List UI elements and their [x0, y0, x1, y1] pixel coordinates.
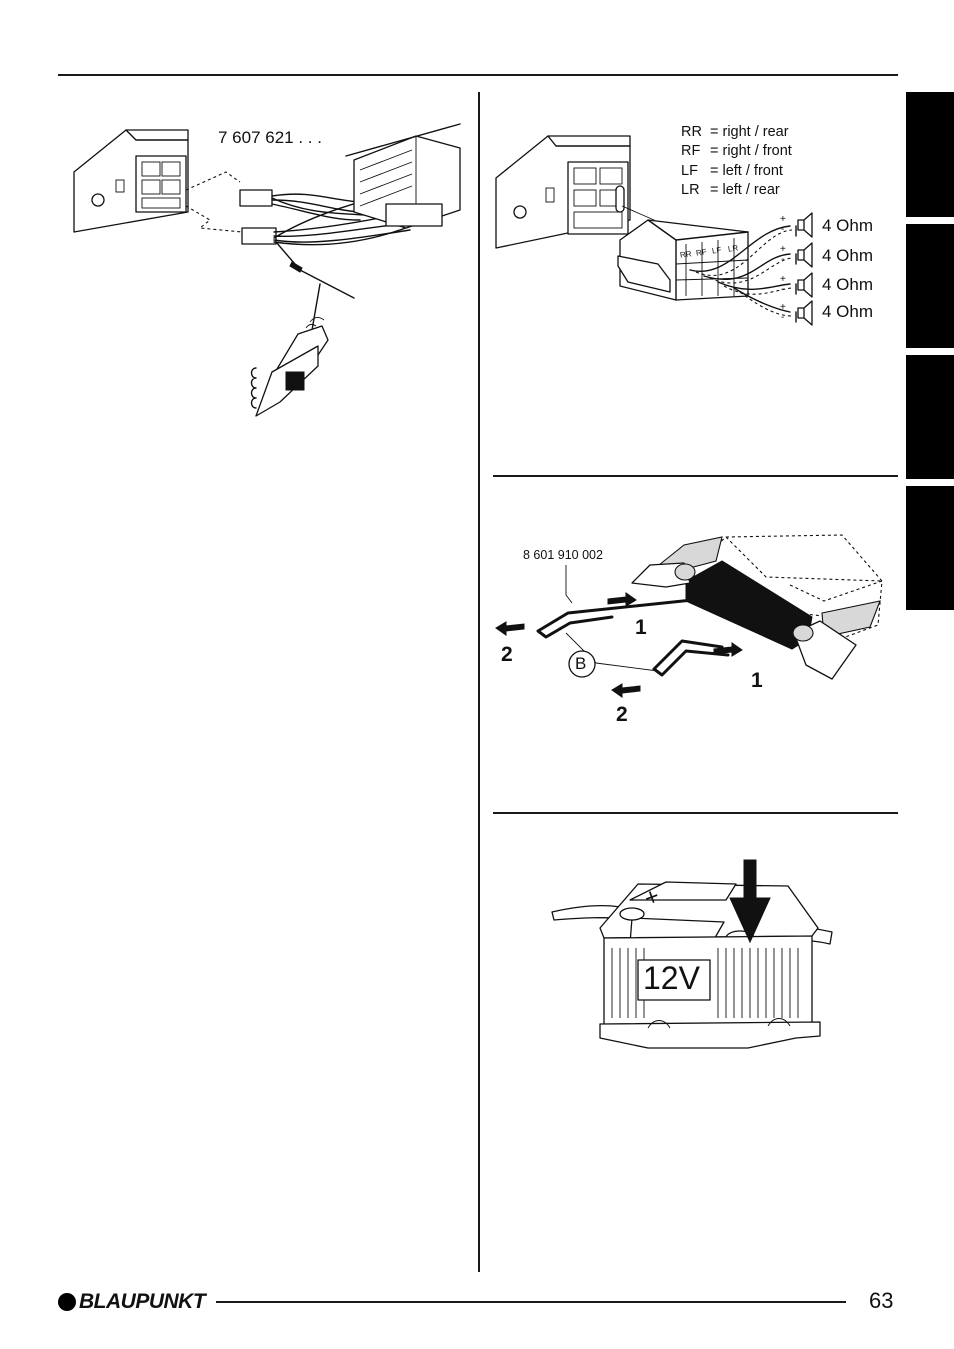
plus-sign: + — [780, 214, 786, 225]
speaker-impedance: 4 Ohm — [822, 246, 874, 265]
legend-code: LF — [681, 162, 698, 179]
battery-diagram: + 12V — [548, 859, 838, 1060]
legend-meaning: = left / front — [710, 162, 783, 179]
section-tab-2[interactable] — [906, 224, 954, 348]
brand-logo-dot-icon — [58, 1293, 76, 1311]
speaker-icons — [797, 212, 813, 326]
minus-sign: - — [781, 312, 785, 323]
header-rule — [58, 74, 898, 76]
speaker-impedance: 4 Ohm — [822, 302, 874, 321]
speaker-impedance: 4 Ohm — [822, 216, 874, 235]
minus-sign: - — [781, 224, 785, 235]
legend-row: RR = right / rear — [681, 123, 792, 142]
page-number: 63 — [869, 1288, 894, 1313]
legend-row: LF = left / front — [681, 162, 792, 181]
battery-illustration — [551, 859, 833, 1049]
speaker-wiring-diagram: RR = right / rear RF = right / front LF = l… — [490, 120, 900, 330]
connector-label-rf: RF — [695, 247, 708, 258]
legend-row: LR = left / rear — [681, 181, 792, 200]
plus-sign: + — [780, 244, 786, 255]
removal-keys-diagram: 8 601 910 002 B 1 1 2 2 — [490, 525, 890, 735]
speaker-impedance: 4 Ohm — [822, 275, 874, 294]
removal-key-callout: B — [575, 654, 587, 673]
connector-label-lf: LF — [711, 245, 722, 256]
step-push-label: 1 — [635, 616, 647, 639]
step-push-label: 1 — [751, 669, 763, 692]
channel-legend: RR = right / rear RF = right / front LF = l… — [681, 123, 792, 200]
speaker-wiring-illustration — [495, 135, 813, 326]
minus-sign: - — [781, 284, 785, 295]
footer: BLAUPUNKT 63 — [58, 1288, 898, 1318]
section-tab-1[interactable] — [906, 92, 954, 217]
legend-code: RR — [681, 124, 702, 140]
connector-label-rr: RR — [679, 249, 693, 260]
section-rule-2 — [493, 812, 898, 814]
section-tab-4[interactable] — [906, 486, 954, 610]
battery-voltage-label: 12V — [643, 960, 700, 996]
removal-keys-illustration — [495, 534, 883, 698]
minus-sign: - — [781, 254, 785, 265]
phone-adapter-illustration — [73, 123, 461, 417]
phone-adapter-diagram: 7 607 621 . . . — [60, 120, 461, 430]
brand-logo: BLAUPUNKT — [79, 1290, 206, 1313]
legend-meaning: = right / rear — [710, 124, 789, 140]
phone-adapter-part-number: 7 607 621 . . . — [218, 128, 322, 147]
connector-label-lr: LR — [727, 243, 739, 254]
step-pull-label: 2 — [616, 703, 628, 726]
legend-code: LR — [681, 181, 700, 198]
footer-rule — [216, 1301, 846, 1303]
legend-code: RF — [681, 143, 701, 160]
plus-sign: + — [780, 302, 786, 313]
legend-meaning: = right / front — [710, 143, 792, 160]
removal-key-part-number: 8 601 910 002 — [523, 548, 603, 562]
section-tab-3[interactable] — [906, 355, 954, 479]
legend-meaning: = left / rear — [710, 181, 780, 198]
legend-row: RF = right / front — [681, 142, 792, 161]
plus-sign: + — [780, 274, 786, 285]
column-divider — [478, 92, 480, 1272]
step-pull-label: 2 — [501, 643, 513, 666]
section-rule-1 — [493, 475, 898, 477]
